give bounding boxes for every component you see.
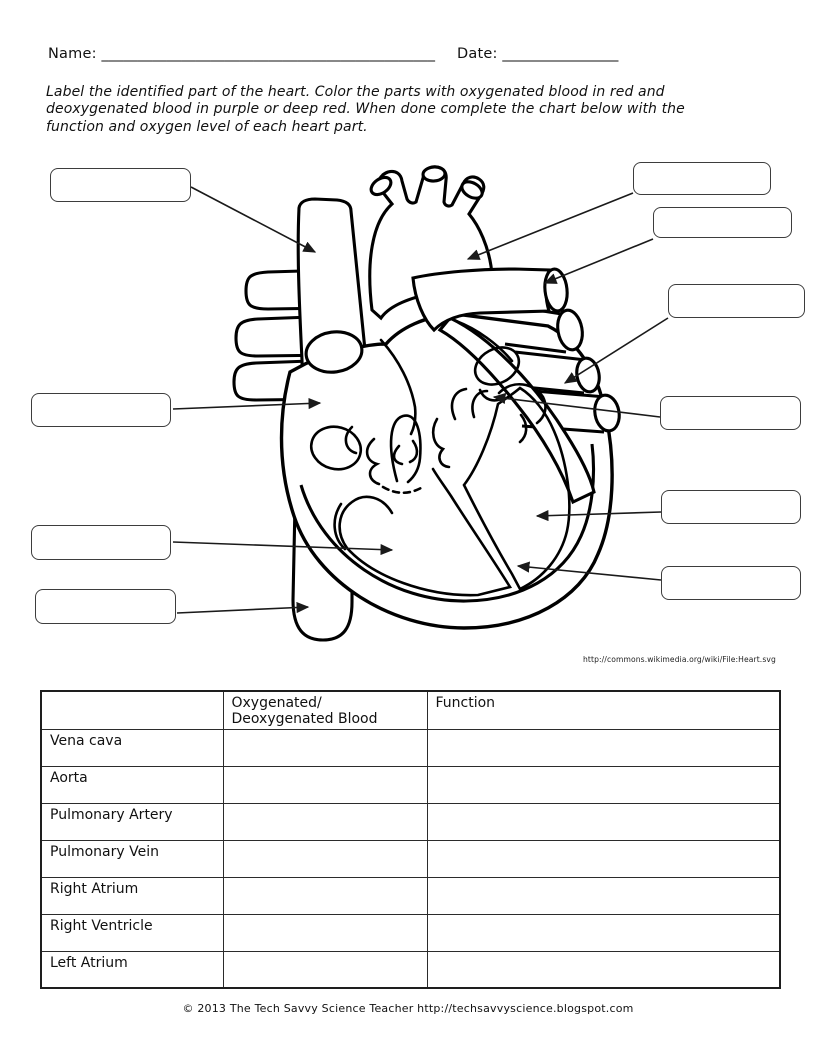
heart-inner-wall [299, 443, 596, 603]
blood-cell[interactable] [222, 839, 428, 878]
function-cell[interactable] [426, 765, 781, 804]
header-blood-line1: Oxygenated/ [231, 695, 322, 711]
blood-cell[interactable] [222, 876, 428, 915]
name-blank-line[interactable]: ________________________________________… [101, 46, 435, 62]
function-cell[interactable] [426, 728, 781, 767]
pointer-septum [516, 561, 662, 581]
parts-table: Oxygenated/ Deoxygenated Blood Function … [40, 690, 781, 989]
table-row: Pulmonary Vein [40, 839, 781, 878]
label-box-right-3[interactable] [668, 284, 805, 318]
label-box-right-4[interactable] [660, 396, 801, 430]
pointer-aorta [466, 192, 634, 260]
function-cell[interactable] [426, 913, 781, 952]
function-cell[interactable] [426, 839, 781, 878]
part-label: Right Atrium [40, 876, 224, 915]
header-part [40, 690, 224, 730]
instructions-line-1: Label the identified part of the heart. … [46, 84, 665, 100]
instructions-line-3: function and oxygen level of each heart … [46, 118, 368, 135]
part-label: Right Ventricle [40, 913, 224, 952]
blood-cell[interactable] [222, 802, 428, 841]
blood-cell[interactable] [222, 950, 428, 989]
pointer-left-ventricle [535, 510, 662, 522]
table-header-row: Oxygenated/ Deoxygenated Blood Function [40, 690, 781, 730]
table-row: Right Atrium [40, 876, 781, 915]
table-row: Aorta [40, 765, 781, 804]
instructions-line-2: deoxygenated blood in purple or deep red… [46, 101, 685, 118]
pointer-right-atrium [172, 397, 322, 410]
pointer-inferior-vena-cava [176, 601, 310, 614]
function-cell[interactable] [426, 950, 781, 989]
label-box-top-left[interactable] [50, 168, 191, 202]
label-box-right-5[interactable] [661, 490, 801, 524]
part-label: Left Atrium [40, 950, 224, 989]
date-blank-line[interactable]: ________________ [502, 46, 619, 62]
name-label: Name: [48, 46, 97, 62]
pointer-lines [172, 186, 669, 614]
svc-atrium-junction [304, 330, 364, 374]
pointer-pulmonary-vein [563, 317, 669, 384]
label-box-top-right-1[interactable] [633, 162, 771, 195]
part-label: Pulmonary Vein [40, 839, 224, 878]
pointer-right-ventricle [172, 541, 394, 556]
instructions: Label the identified part of the heart. … [46, 84, 786, 136]
heart-diagram [172, 165, 669, 642]
label-box-left-3[interactable] [31, 525, 171, 560]
table-row: Left Atrium [40, 950, 781, 989]
label-box-right-6[interactable] [661, 566, 801, 600]
descending-aorta [437, 316, 596, 505]
table-row: Vena cava [40, 728, 781, 767]
label-box-left-4[interactable] [35, 589, 176, 624]
date-group: Date: ________________ [457, 46, 618, 62]
blood-cell[interactable] [222, 913, 428, 952]
label-box-top-right-2[interactable] [653, 207, 792, 238]
header-blood: Oxygenated/ Deoxygenated Blood [222, 690, 428, 730]
source-url: http://commons.wikimedia.org/wiki/File:H… [583, 655, 776, 664]
part-label: Pulmonary Artery [40, 802, 224, 841]
date-label: Date: [457, 46, 498, 62]
header-function: Function [426, 690, 781, 730]
pointer-left-atrium [492, 392, 661, 418]
blood-cell[interactable] [222, 765, 428, 804]
name-date-row: Name: __________________________________… [48, 46, 435, 62]
label-box-left-2[interactable] [31, 393, 171, 427]
pointer-pulmonary-artery [543, 238, 654, 284]
blood-cell[interactable] [222, 728, 428, 767]
function-cell[interactable] [426, 802, 781, 841]
heart-chambers-and-valves [309, 319, 571, 597]
table-row: Pulmonary Artery [40, 802, 781, 841]
part-label: Aorta [40, 765, 224, 804]
table-row: Right Ventricle [40, 913, 781, 952]
footer-credit: © 2013 The Tech Savvy Science Teacher ht… [182, 1002, 634, 1015]
header-blood-line2: Deoxygenated Blood [231, 711, 378, 727]
part-label: Vena cava [40, 728, 224, 767]
pointer-superior-vena-cava [190, 186, 317, 253]
function-cell[interactable] [426, 876, 781, 915]
